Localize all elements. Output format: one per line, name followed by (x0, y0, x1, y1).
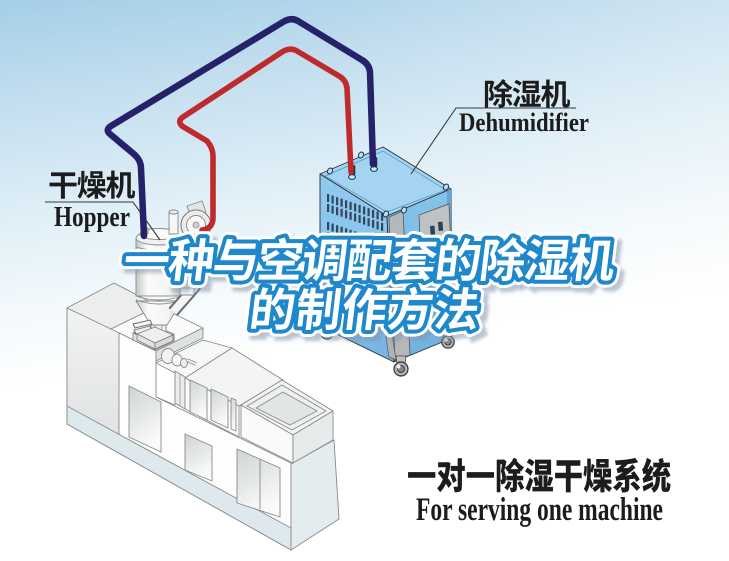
svg-text:For serving one machine: For serving one machine (416, 492, 663, 528)
svg-text:Hopper: Hopper (54, 202, 130, 233)
svg-text:Dehumidifier: Dehumidifier (459, 108, 589, 137)
